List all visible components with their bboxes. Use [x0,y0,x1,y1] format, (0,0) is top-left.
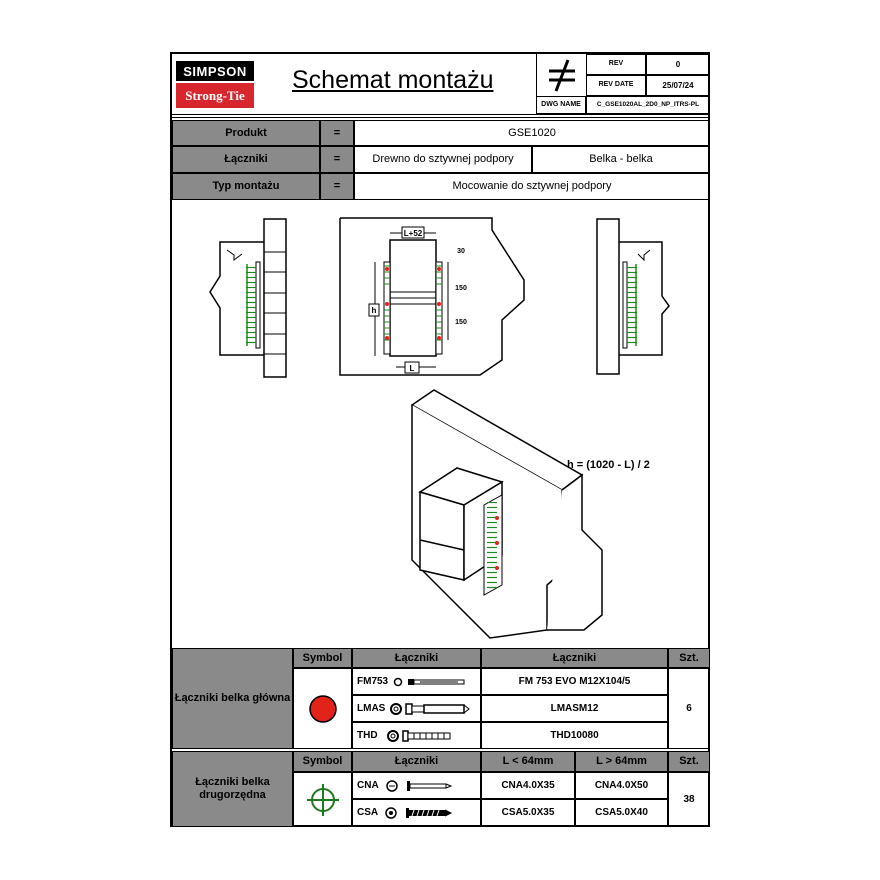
isometric-view [410,389,603,639]
table1-qty: 6 [668,668,710,749]
table2-col-lt: L < 64mm [481,751,575,772]
dim-bottom-label: L [410,364,415,373]
table1-row-thd: THD [352,722,481,749]
red-circle-symbol-icon [308,694,337,723]
brand-strongtie: Strong-Tie [176,83,254,108]
not-equal-box [536,54,586,114]
equals-sign: = [320,120,354,146]
dwg-name-label: DWG NAME [536,96,586,114]
green-crosshair-symbol-icon [306,783,339,816]
laczniki-value-2: Belka - belka [532,146,710,173]
table2-cna-lt: CNA4.0X35 [481,772,575,799]
typ-montazu-value: Mocowanie do sztywnej podpory [354,173,710,200]
formula-text: h = (1020 - L) / 2 [567,459,650,471]
table1-symbol-cell [293,668,352,749]
table2-group-label: Łączniki belka drugorzędna [172,751,293,827]
front-view-center: L+52 h 30 150 150 L [339,217,525,376]
dim-150a-label: 150 [455,285,467,292]
fastener-code: LMAS [357,702,386,714]
table2-row-csa: CSA [352,799,481,827]
table2-symbol-cell [293,772,352,827]
dim-h-label: h [372,306,377,315]
table2-csa-gt: CSA5.0X40 [575,799,668,827]
fastener-code: CSA [357,807,379,819]
rev-date-value: 25/07/24 [646,75,710,96]
nail-icon [385,779,453,792]
anchor-icon [393,677,465,686]
produkt-value: GSE1020 [354,120,710,146]
table1-laczniki-header: Łączniki [352,648,481,668]
table1-name-thd: THD10080 [481,722,668,749]
page-title: Schemat montażu [292,66,494,94]
fastener-code: FM753 [357,675,389,687]
table1-row-fm753: FM753 [352,668,481,695]
brand-simpson: SIMPSON [176,61,254,81]
equals-sign: = [320,146,354,173]
side-view-left [209,218,287,378]
screw-icon [385,807,453,819]
rev-label: REV [586,54,646,75]
table1-symbol-header: Symbol [293,648,352,668]
not-equal-icon [549,59,575,92]
table2-col-gt: L > 64mm [575,751,668,772]
table1-laczniki-header-2: Łączniki [481,648,668,668]
table2-csa-lt: CSA5.0X35 [481,799,575,827]
assembly-sheet: SIMPSON Strong-Tie Schemat montażu DWG N… [170,52,710,827]
typ-montazu-label: Typ montażu [172,173,320,200]
table2-cna-gt: CNA4.0X50 [575,772,668,799]
dim-150b-label: 150 [455,319,467,326]
fastener-code: CNA [357,779,379,791]
produkt-label: Produkt [172,120,320,146]
table2-szt-header: Szt. [668,751,710,772]
dwg-name-value: C_GSE1020AL_2D0_NP_ITRS-PL [586,96,710,114]
fastener-code: THD [357,729,378,741]
header-divider [172,114,710,118]
anchor-sleeve-icon [390,702,471,715]
isometric-hanger [483,494,503,596]
table2-laczniki-header: Łączniki [352,751,481,772]
equals-sign: = [320,173,354,200]
table2-row-cna: CNA [352,772,481,799]
table1-row-lmas: LMAS [352,695,481,722]
assembly-drawing: L+52 h 30 150 150 L h = (1020 - L) / 2 [209,217,670,639]
dim-top-label: L+52 [404,229,423,238]
table2-qty: 38 [668,772,710,827]
concrete-screw-icon [386,729,451,742]
side-view-right [596,218,670,375]
table1-group-label: Łączniki belka główna [172,648,293,749]
laczniki-label: Łączniki [172,146,320,173]
rev-value: 0 [646,54,710,75]
laczniki-value-1: Drewno do sztywnej podpory [354,146,532,173]
table1-name-lmas: LMASM12 [481,695,668,722]
table1-szt-header: Szt. [668,648,710,668]
table2-symbol-header: Symbol [293,751,352,772]
dim-30-label: 30 [457,248,465,255]
rev-date-label: REV DATE [586,75,646,96]
table1-name-fm753: FM 753 EVO M12X104/5 [481,668,668,695]
